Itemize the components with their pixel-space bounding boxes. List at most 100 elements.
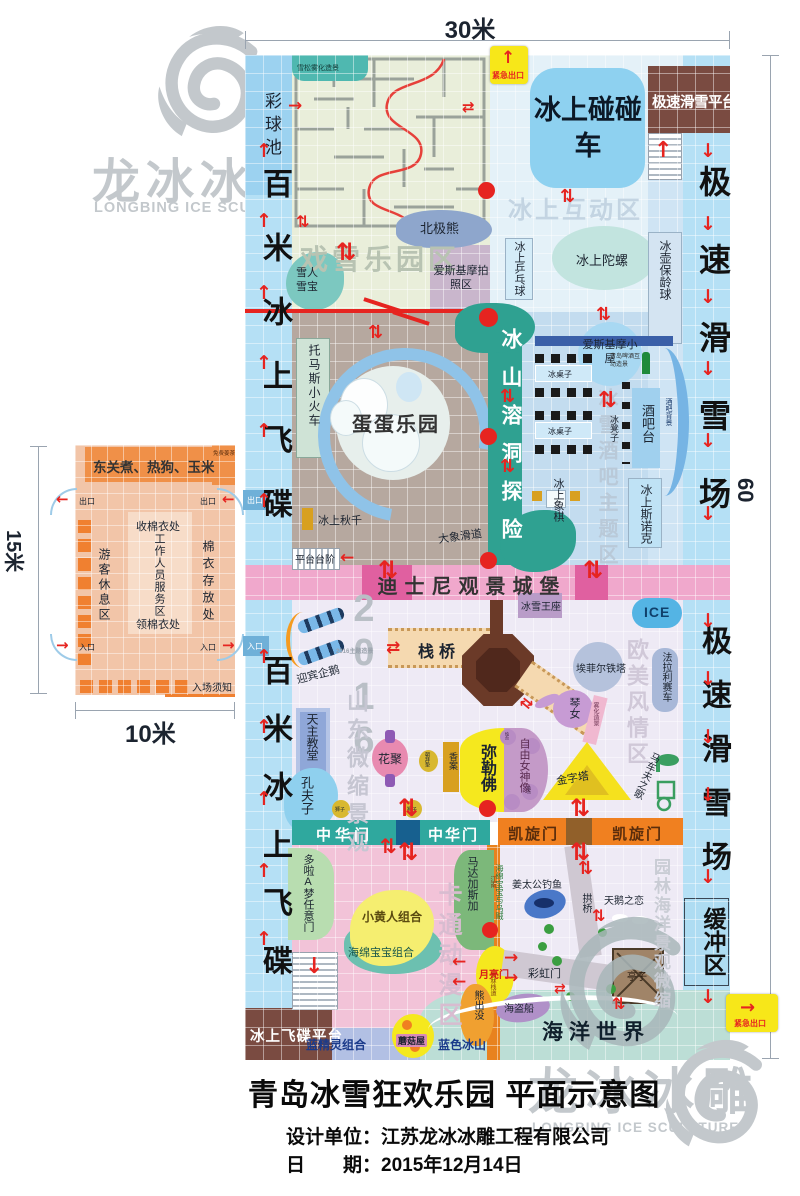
updown-arrow-icon: ⇅ [378, 556, 399, 584]
buddha-half [460, 728, 504, 812]
updown-arrow-icon: ⇅ [570, 838, 591, 866]
swan-label: 天鹅之恋 [604, 896, 644, 907]
chess-seat [532, 491, 542, 501]
swing-label: 冰上秋千 [318, 515, 362, 527]
inner-room [128, 512, 192, 634]
ice-table-box [535, 365, 592, 382]
bear-blob [460, 984, 494, 1046]
rest-area-label: 游客休息区 [97, 548, 111, 623]
snooker-label: 冰上斯诺克 [639, 484, 653, 544]
snooker-box [628, 478, 662, 548]
up-arrow-icon: ↑ [256, 928, 272, 950]
lane-label: 江南 [489, 876, 495, 888]
updown-arrow-icon: ⇅ [398, 838, 419, 866]
updown-arrow-icon: ⇅ [500, 386, 516, 407]
down-arrow-icon: ↓ [700, 784, 716, 806]
flower-tab [385, 774, 395, 787]
leftright-arrow-icon: ⇄ [462, 98, 475, 116]
ball-pool-label: 彩球池 [262, 92, 281, 161]
igloo-label: 爱斯基摩小屋 [582, 339, 638, 366]
notice-underline [165, 694, 235, 697]
garden-wm: 园林海洋景观微缩 [651, 858, 670, 1010]
entry-label: 入口 [79, 643, 95, 652]
lion-label: 狮子 [407, 807, 418, 813]
worship-mat-label: 朝拜垫 [424, 752, 430, 767]
up-arrow-icon: ↑ [256, 140, 272, 162]
platform-steps-box [292, 548, 340, 570]
dim-top-label: 30米 [444, 17, 496, 44]
polar-bear-blob [396, 210, 492, 248]
lane-label2: 园林栈道 [489, 972, 495, 996]
elephant-slide-blob [500, 510, 576, 572]
mist-strip-label: 雾化造景 [592, 702, 598, 726]
footer-logo-en: LONGBING ICE SCULPTURE [532, 1120, 740, 1135]
node-dot [482, 922, 498, 938]
dim-b15-label: 15米 [2, 530, 24, 573]
throne-label: 冰雪王座 [521, 602, 561, 613]
bumper-car-label: 冰上碰碰车 [534, 95, 642, 162]
smurfs-label: 蓝精灵组合 [306, 1038, 367, 1052]
updown-arrow-icon: ⇅ [380, 834, 397, 858]
down-arrow-icon: ↓ [700, 610, 716, 632]
year-note: 2016主题造景 [336, 649, 374, 655]
moon-gate-label: 月亮门 [479, 970, 509, 981]
ice-stool-dots [622, 382, 630, 464]
updown-arrow-icon: ⇅ [398, 794, 419, 822]
disney-gate [362, 565, 412, 600]
updown-arrow-icon: ⇅ [612, 994, 626, 1013]
tea-box [212, 445, 235, 485]
ice-badge-label: ICE [644, 604, 671, 620]
beer-label: 青岛啤酒互动造景 [610, 354, 641, 368]
europe-wm: 欧美风情区 [624, 638, 649, 768]
qin-girl-label: 琴女 [568, 697, 580, 719]
ice-stool-label: 冰凳子 [609, 415, 619, 442]
ice-table-label: 冰桌子 [548, 370, 572, 379]
down-arrow-icon: ↓ [305, 954, 324, 979]
dim-b15-line [38, 446, 39, 694]
up-arrow-icon: ↑ [256, 860, 272, 882]
ice-chess-board [546, 490, 566, 508]
top-spin-label: 冰上陀螺 [576, 253, 629, 268]
bar-backdrop-label: 酒吧背景 [665, 398, 672, 426]
emergency-top-label: 紧急出口 [492, 71, 524, 80]
pirate-label: 海盗船 [504, 1004, 534, 1015]
snowman-label: 雪人雪宝 [296, 267, 318, 294]
tree-dot [538, 942, 547, 951]
ice-table-row [535, 354, 592, 363]
altar-box [443, 742, 459, 792]
snow-zone-wm: 戏雪乐园区 [300, 244, 461, 275]
left-corridor-zone [245, 55, 292, 1060]
cedar-mist-label: 雪松雾化造景 [297, 65, 339, 72]
ball-pool-zone [245, 55, 292, 195]
ice-table-row [535, 445, 592, 454]
triumph-gate-label: 凯旋门 [612, 826, 664, 843]
disney-castle-label: 迪士尼观景城堡 [377, 576, 567, 598]
fish-shape [534, 898, 554, 908]
doraemon-blob [288, 848, 334, 940]
mushroom-dot [402, 1020, 412, 1030]
china-gate-label: 中华门 [316, 827, 374, 844]
tree-dot [544, 924, 554, 934]
right-arrow-icon: → [504, 948, 519, 968]
buddha-label: 弥勒佛 [478, 744, 495, 792]
cartoon-stairs [292, 952, 338, 1010]
node-dot [479, 308, 498, 327]
up-arrow-icon: ↑ [654, 138, 673, 163]
egg-shape [396, 372, 422, 402]
down-arrow-icon: ↓ [700, 213, 716, 235]
doraemon-label: 多啦A梦任意门 [302, 854, 314, 932]
ferrari-badge [652, 648, 678, 712]
thomas-train-box [296, 338, 330, 458]
ufo-platform-block [245, 1008, 332, 1060]
emergency-exit-chip-top [490, 46, 528, 84]
updown-arrow-icon: ⇅ [336, 238, 357, 266]
down-arrow-icon: ↓ [700, 668, 716, 690]
mushroom-dot [410, 1042, 420, 1052]
entry-label: 入口 [200, 643, 216, 652]
updown-arrow-icon: ⇅ [368, 322, 384, 343]
updown-arrow-icon: ⇅ [578, 858, 594, 879]
minions-label: 小黄人组合 [362, 910, 423, 924]
lion-label: 狮子 [335, 807, 346, 813]
footer-logo-cn: 龙冰冰雕 [528, 1064, 760, 1120]
